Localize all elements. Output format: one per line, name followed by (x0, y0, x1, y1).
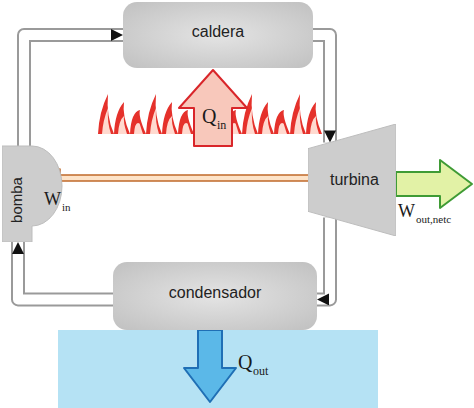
heat-symbol: Q (202, 106, 216, 126)
pipe-bore (24, 35, 123, 146)
pipe-wall (24, 35, 123, 146)
pipe-bore (317, 218, 330, 300)
pipe (313, 35, 330, 142)
turbine-shape: turbina (308, 124, 396, 236)
node-label: caldera (192, 23, 244, 41)
node-label: condensador (169, 284, 262, 302)
work-symbol: W (398, 202, 415, 220)
pipe-wall (317, 218, 330, 300)
node-label: bomba (9, 177, 26, 223)
pipe-bore (18, 242, 113, 299)
pipe-wall (18, 242, 113, 299)
heat-symbol: Q (238, 352, 252, 372)
cooling-water (58, 330, 378, 408)
pipe (317, 218, 330, 300)
pipe (24, 35, 123, 146)
turbine-shape-fill (308, 124, 396, 236)
boiler-box: caldera (123, 2, 313, 68)
subscript: out,netc (416, 214, 451, 225)
pipe-wall (313, 35, 330, 142)
work-symbol: W (44, 190, 61, 208)
work-out-arrow (396, 160, 472, 208)
work-in-arrow (40, 169, 312, 187)
pipe (18, 242, 113, 299)
heat-in-arrow (179, 70, 247, 146)
subscript: in (62, 202, 71, 213)
condenser-box: condensador (113, 262, 317, 330)
heat-out-arrow (184, 330, 236, 402)
subscript: in (217, 119, 226, 131)
subscript: out (253, 365, 268, 377)
pump-shape-fill (2, 146, 62, 242)
pipe-bore (313, 35, 330, 142)
node-label: turbina (330, 171, 379, 189)
